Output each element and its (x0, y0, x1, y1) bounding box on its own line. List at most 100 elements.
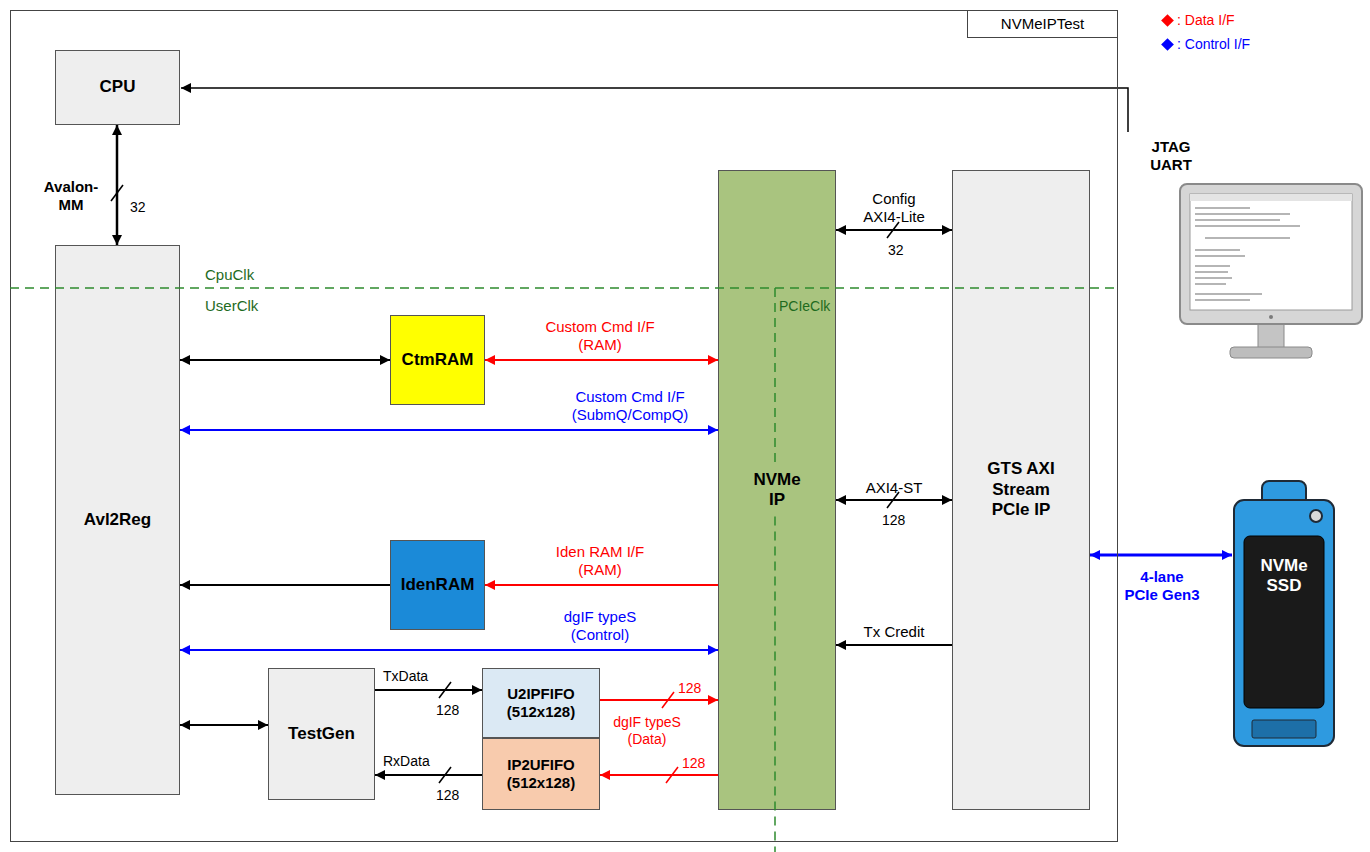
bus-width-box: 128 (436, 700, 459, 719)
ram-box: IdenRAM (390, 540, 485, 630)
connector (836, 644, 952, 646)
interface-label: dgIF typeS (Data) (604, 714, 690, 748)
monitor-illustration (1180, 184, 1362, 358)
legend-text: : Control I/F (1177, 36, 1250, 53)
box-label: CPU (100, 77, 136, 97)
interface-label: Tx Credit (864, 623, 925, 641)
edge-label-box: Tx Credit (844, 622, 944, 641)
frame-title: NVMeIPTest (1001, 15, 1084, 33)
register-box: Avl2Reg (55, 245, 180, 795)
interface-label: JTAG UART (1138, 138, 1204, 174)
clock-boundary (10, 287, 1118, 289)
clock-domain-label-box: CpuClk (205, 265, 254, 284)
legend: : Data I/F : Control I/F (1160, 8, 1250, 56)
bus-width: 32 (888, 242, 904, 259)
connector (180, 359, 390, 361)
connector (180, 429, 718, 431)
cpu-box: CPU (55, 50, 180, 125)
legend-swatch (1161, 38, 1174, 51)
generator-box: TestGen (268, 668, 375, 800)
bus-width: 128 (436, 702, 459, 719)
ssd-chip (1244, 536, 1324, 708)
monitor-frame (1180, 184, 1362, 324)
connector (600, 699, 718, 701)
connector (485, 359, 718, 361)
box-label: Avl2Reg (84, 510, 151, 530)
bus-width-box: 32 (130, 197, 146, 216)
edge-label-box: Custom Cmd I/F (SubmQ/CompQ) (565, 388, 695, 424)
bus-width: 32 (130, 199, 146, 216)
box-label: NVMe SSD (1252, 556, 1316, 597)
clock-domain-label-box: UserClk (205, 296, 258, 315)
connector (836, 229, 952, 231)
legend-row: : Control I/F (1160, 32, 1250, 56)
connector (180, 724, 268, 726)
connector (1090, 554, 1232, 557)
interface-label: Custom Cmd I/F (RAM) (540, 318, 660, 354)
ssd-body (1234, 500, 1334, 746)
interface-label-box: JTAG UART (1138, 138, 1204, 174)
bus-width: 128 (678, 680, 701, 697)
signal-name-box: TxData (383, 666, 428, 685)
interface-label: 4-lane PCIe Gen3 (1122, 568, 1202, 604)
jtag-wire (181, 88, 1128, 132)
box-label: CtmRAM (402, 350, 474, 370)
edge-label-box: AXI4-ST (844, 478, 944, 497)
connector (836, 499, 952, 501)
ssd-device: NVMe SSD (1232, 478, 1336, 750)
bus-width-box: 128 (882, 510, 905, 529)
fifo-box: IP2UFIFO (512x128) (482, 738, 600, 810)
bus-width: 128 (436, 787, 459, 804)
box-label: TestGen (288, 724, 355, 744)
edge-label-box: dgIF typeS (Control) (540, 608, 660, 644)
signal-name-box: RxData (383, 751, 430, 770)
box-label: U2IPFIFO (512x128) (495, 685, 587, 721)
legend-row: : Data I/F (1160, 8, 1250, 32)
monitor-neck (1258, 322, 1284, 350)
box-label: GTS AXI Stream PCIe IP (977, 459, 1065, 520)
pcie-ip-box: GTS AXI Stream PCIe IP (952, 170, 1090, 810)
ssd-connector (1252, 720, 1316, 738)
power-dot (1269, 315, 1273, 319)
edge-label-box: Custom Cmd I/F (RAM) (540, 318, 660, 354)
signal-name: TxData (383, 668, 428, 685)
bus-width-box: 128 (678, 678, 701, 697)
clock-boundary (774, 288, 776, 464)
window-bar (1190, 194, 1352, 201)
box-label: IP2UFIFO (512x128) (495, 756, 587, 792)
fifo-box: U2IPFIFO (512x128) (482, 668, 600, 738)
interface-label: dgIF typeS (Control) (540, 608, 660, 644)
clock-domain-label: UserClk (205, 297, 258, 315)
edge-label-box: Iden RAM I/F (RAM) (545, 543, 655, 579)
screw-hole (1310, 510, 1322, 522)
connector (600, 774, 718, 776)
interface-label: Iden RAM I/F (RAM) (545, 543, 655, 579)
signal-name: RxData (383, 753, 430, 770)
connector (116, 125, 119, 245)
clock-domain-label: PCIeClk (779, 298, 830, 315)
monitor-base (1230, 347, 1312, 358)
connector (375, 774, 482, 776)
connector (180, 649, 718, 651)
title-box: NVMeIPTest (967, 11, 1117, 38)
bus-width-box: 32 (888, 240, 904, 259)
bus-width-box: 128 (682, 753, 705, 772)
bus-name-box: Avalon-MM (36, 178, 106, 214)
connector (180, 584, 390, 586)
connector (375, 689, 482, 691)
screen-text-lines (1195, 208, 1300, 300)
interface-label: Custom Cmd I/F (SubmQ/CompQ) (565, 388, 695, 424)
box-label: IdenRAM (401, 575, 475, 595)
test-design-frame: NVMeIPTestCPU Avl2Reg CtmRAM IdenRAM TestGen… (10, 10, 1118, 842)
monitor-screen (1190, 194, 1352, 310)
clock-boundary (774, 516, 776, 852)
edge-label-box: Config AXI4-Lite (857, 190, 932, 226)
ssd-illustration (1232, 478, 1336, 750)
connector (485, 584, 718, 586)
legend-swatch (1161, 14, 1174, 27)
